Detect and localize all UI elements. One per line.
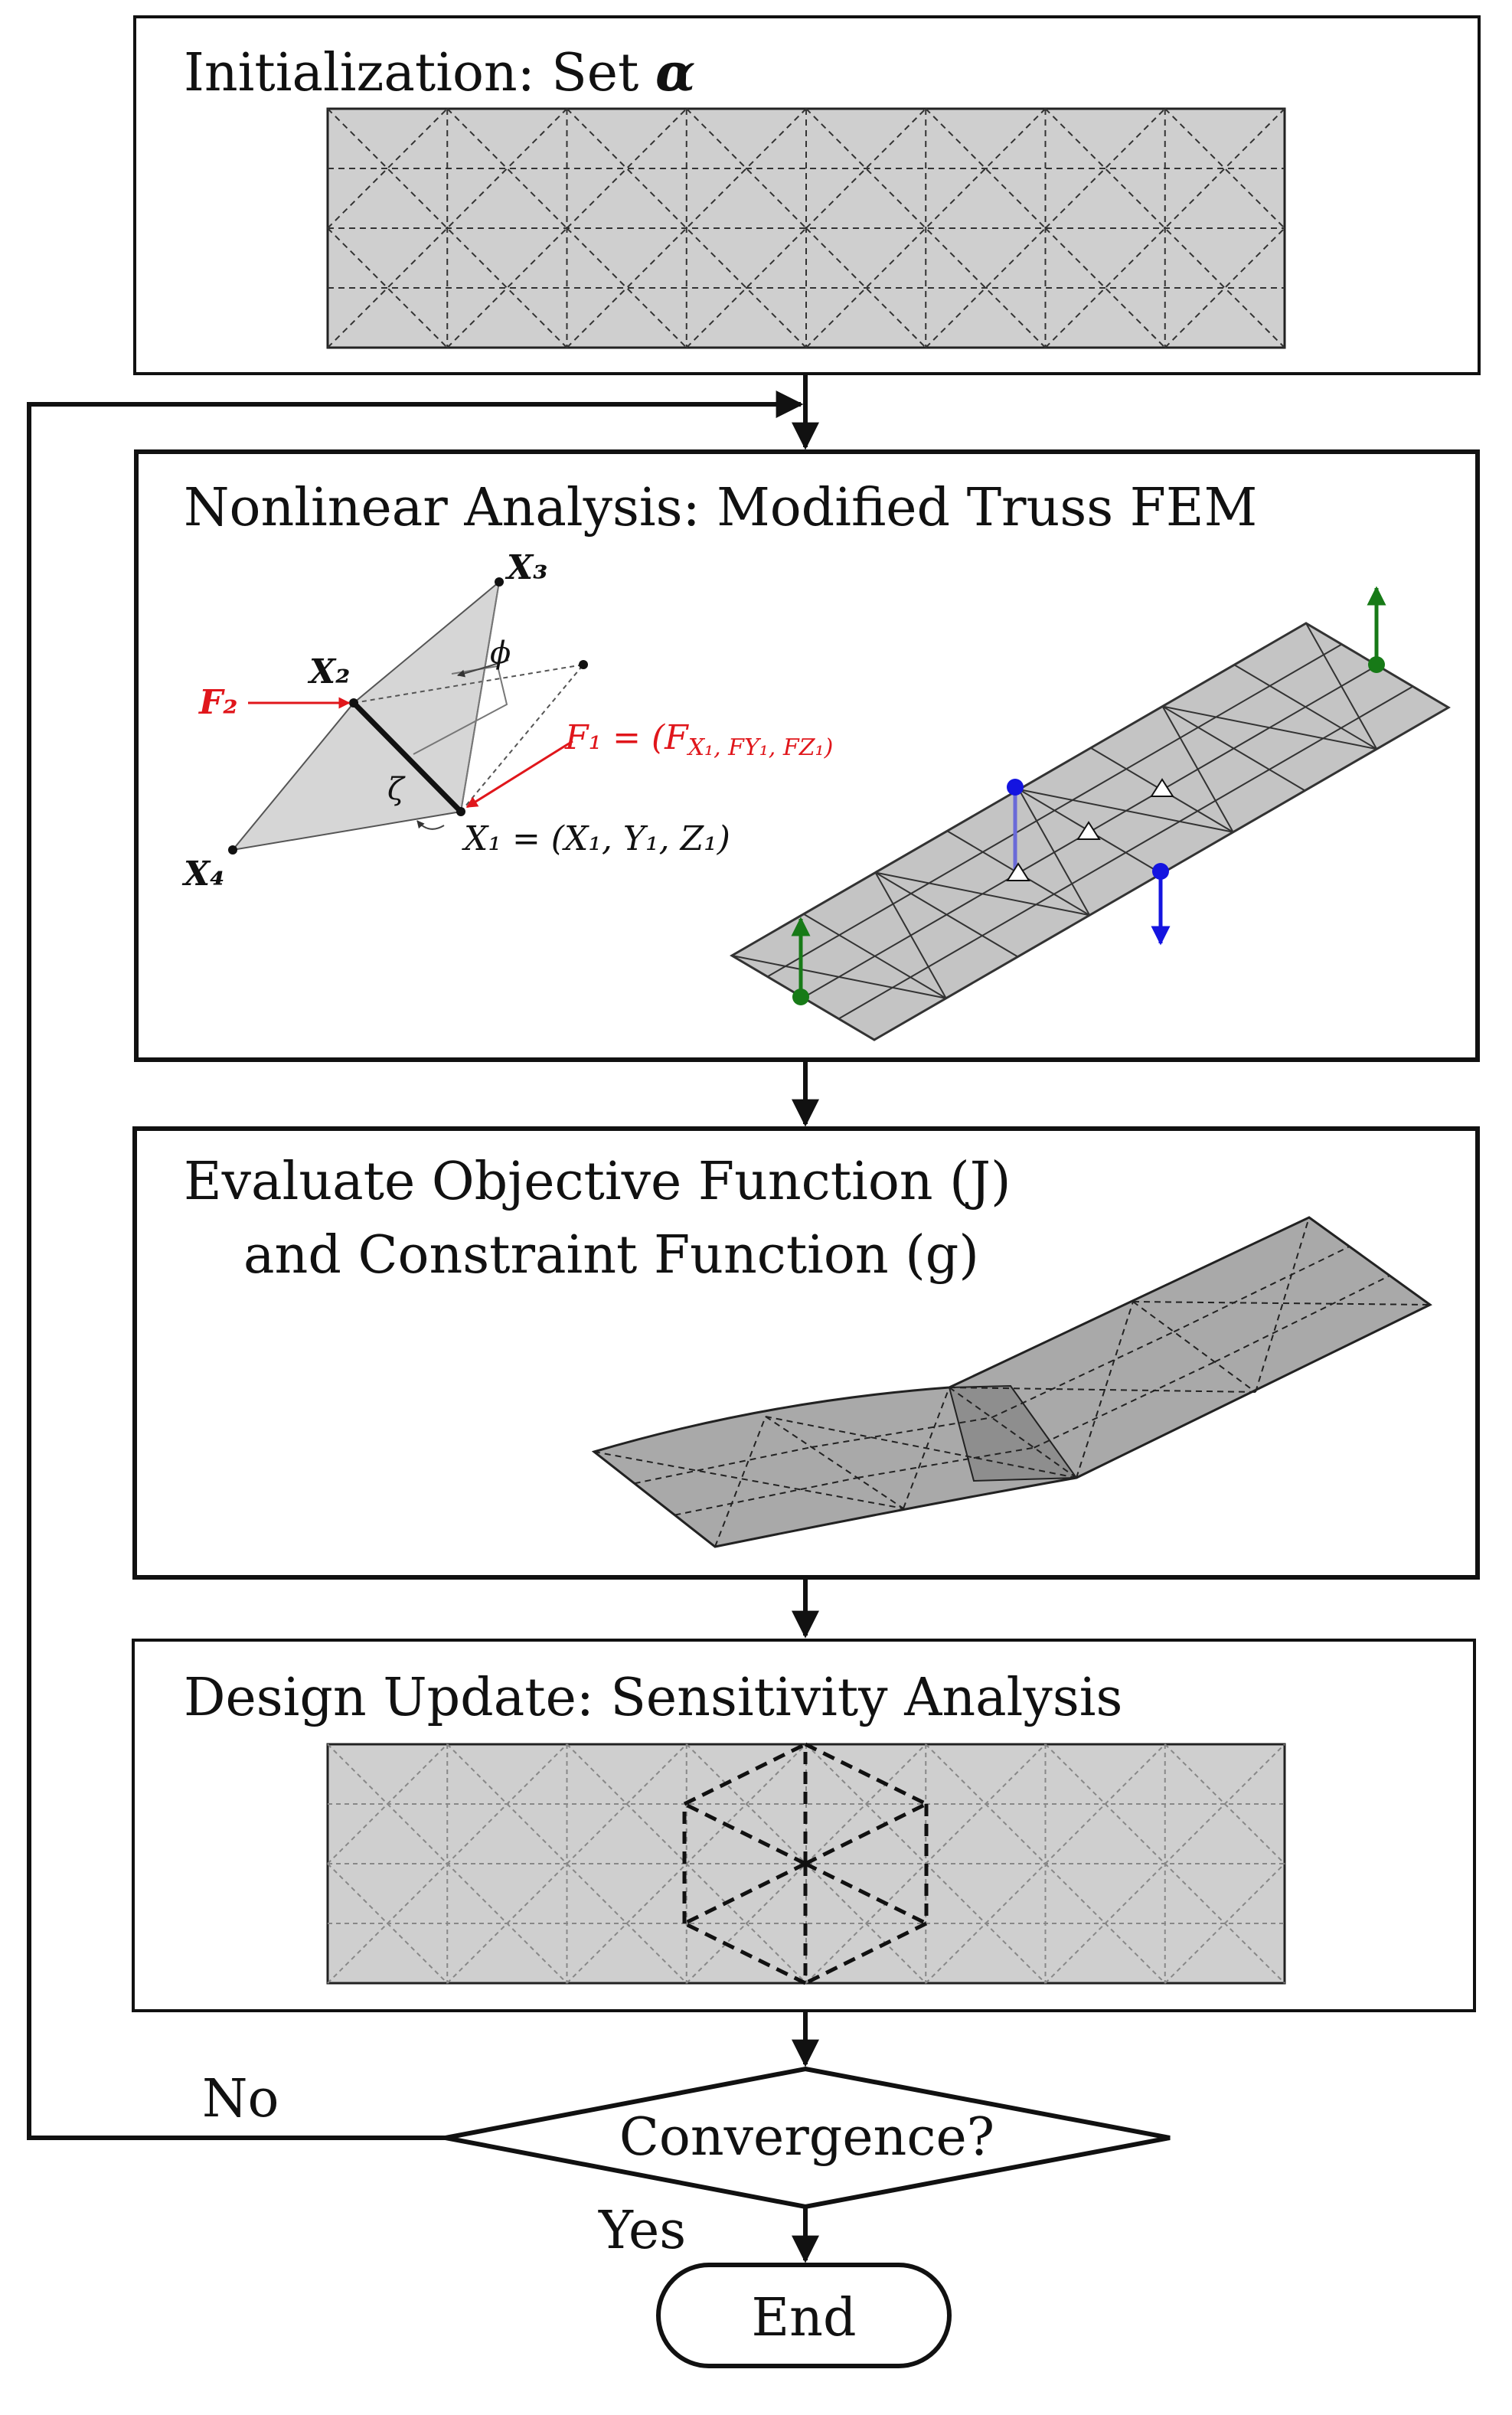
label-zeta: ζ [387, 772, 406, 807]
evaluate-title-line2: and Constraint Function (g) [243, 1225, 979, 1286]
plate-3d-mesh [730, 586, 1451, 1041]
label-x2: X₂ [307, 652, 350, 691]
convergence-diamond [445, 2066, 1171, 2210]
init-title: Initialization: Set α [184, 42, 695, 103]
evaluate-title-line1: Evaluate Objective Function (J) [184, 1152, 1011, 1212]
end-label: End [752, 2288, 857, 2348]
truss-element-sketch [228, 577, 588, 855]
label-f2: F₂ [198, 683, 238, 722]
yes-label: Yes [598, 2201, 686, 2261]
init-mesh [326, 107, 1286, 349]
label-x4: X₄ [181, 855, 224, 894]
end-terminal [656, 2263, 952, 2368]
label-x1: X₁ = (X₁, Y₁, Z₁) [462, 819, 730, 858]
update-mesh [326, 1742, 1286, 1985]
flow-connectors [27, 375, 819, 2263]
label-f1: F₁ = (FX₁, FY₁, FZ₁) [564, 718, 833, 761]
convergence-label: Convergence? [619, 2107, 994, 2168]
label-x3: X₃ [505, 548, 547, 587]
no-label: No [202, 2069, 279, 2129]
analysis-title: Nonlinear Analysis: Modified Truss FEM [184, 478, 1257, 538]
update-title: Design Update: Sensitivity Analysis [184, 1668, 1122, 1728]
deformed-plate [591, 1216, 1432, 1548]
label-phi: ϕ [490, 636, 511, 671]
